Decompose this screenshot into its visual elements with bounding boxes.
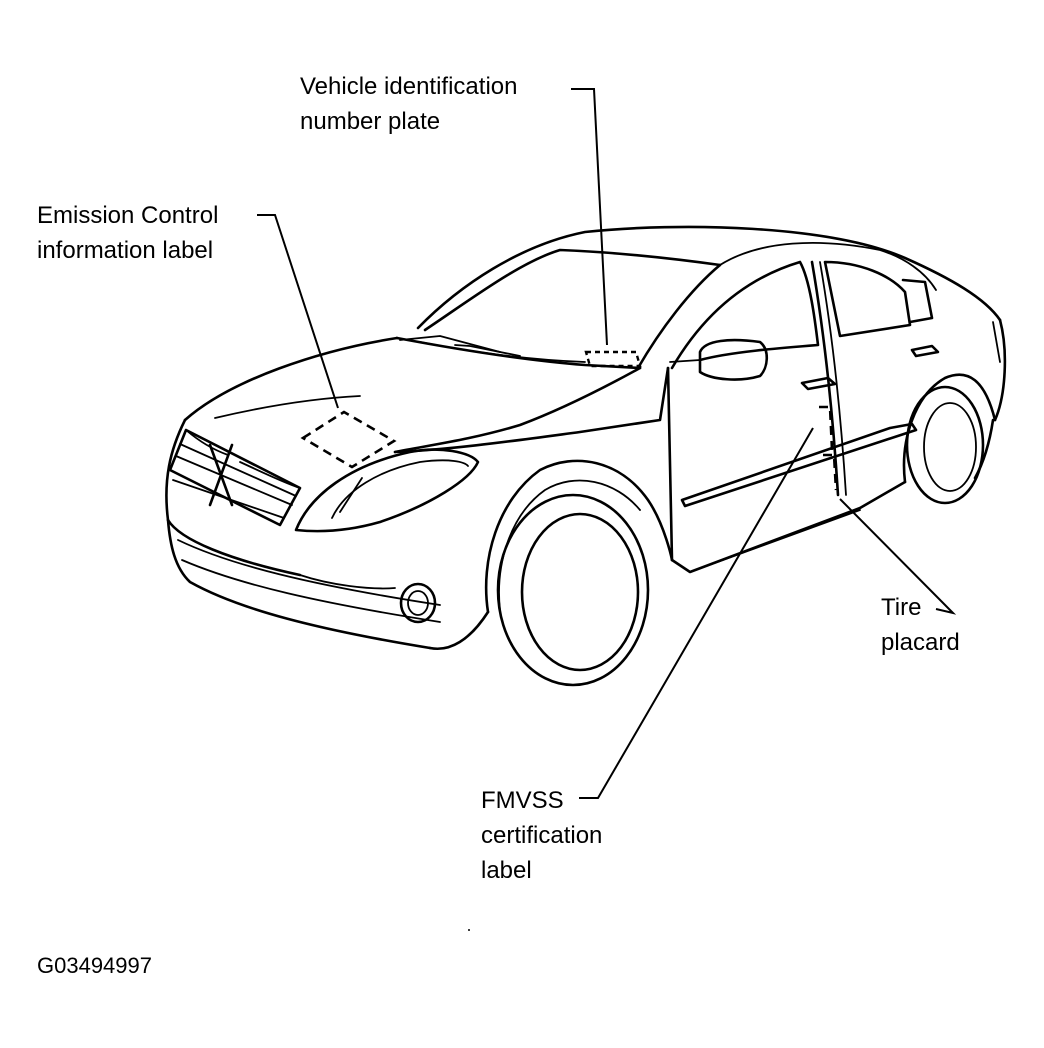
pillar-label-markers — [819, 405, 838, 491]
fmvss-label-callout-line-1: FMVSS — [481, 787, 564, 814]
car-body — [165, 225, 1007, 687]
leader-lines — [257, 88, 957, 799]
emission-label-callout-line-2: information label — [37, 237, 214, 264]
fmvss-label-callout: FMVSS certification label — [481, 783, 602, 888]
tire-placard-callout: Tire placard — [881, 590, 960, 660]
emission-label-marker — [300, 410, 397, 469]
vin-plate-callout: Vehicle identification number plate — [300, 69, 517, 139]
vin-plate-marker — [584, 350, 642, 368]
figure-id: G03494997 — [37, 953, 152, 978]
tire-placard-callout-line-2: placard — [881, 629, 960, 656]
vin-plate-callout-line-2: number plate — [300, 108, 441, 135]
tire-placard-callout-line-1: Tire — [881, 594, 922, 621]
emission-label-callout-line-1: Emission Control — [37, 202, 219, 229]
vin-plate-callout-line-1: Vehicle identification — [300, 73, 518, 100]
fmvss-label-callout-line-3: label — [481, 857, 532, 884]
fmvss-label-callout-line-2: certification — [481, 822, 603, 849]
emission-label-callout: Emission Control information label — [37, 198, 218, 268]
